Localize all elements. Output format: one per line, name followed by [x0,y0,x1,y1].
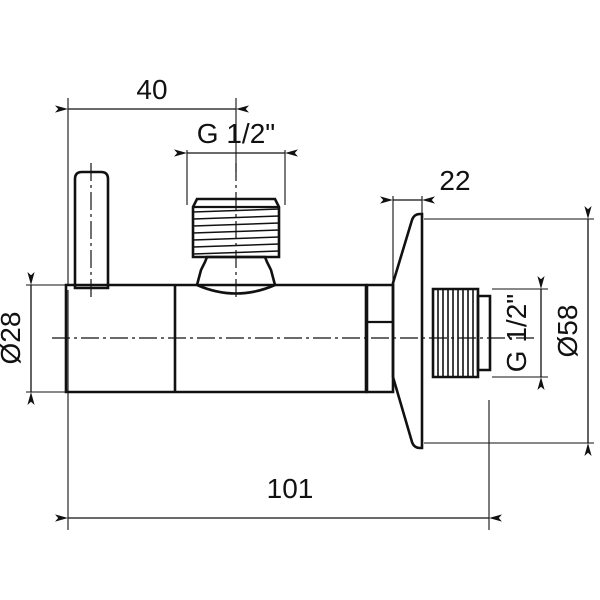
dim-label-22: 22 [439,165,470,196]
dim-label-o58: Ø58 [552,305,583,358]
outlet-thread-hatching [192,208,280,255]
lever-handle [73,170,110,290]
dim-label-101: 101 [267,473,314,504]
outlet-saddle-curve [196,283,276,295]
inlet-thread-tip [476,294,492,372]
escutcheon-cone [391,212,424,450]
dim-label-o28: Ø28 [0,312,26,365]
hex-nut [365,283,395,394]
dimension-lines [27,105,592,522]
dim-label-outlet-thread: G 1/2" [197,118,275,149]
inlet-thread-hatching [437,289,474,377]
dim-label-inlet-thread: G 1/2" [501,294,532,372]
inlet-male-thread [431,287,480,379]
dim-label-40: 40 [136,74,167,105]
